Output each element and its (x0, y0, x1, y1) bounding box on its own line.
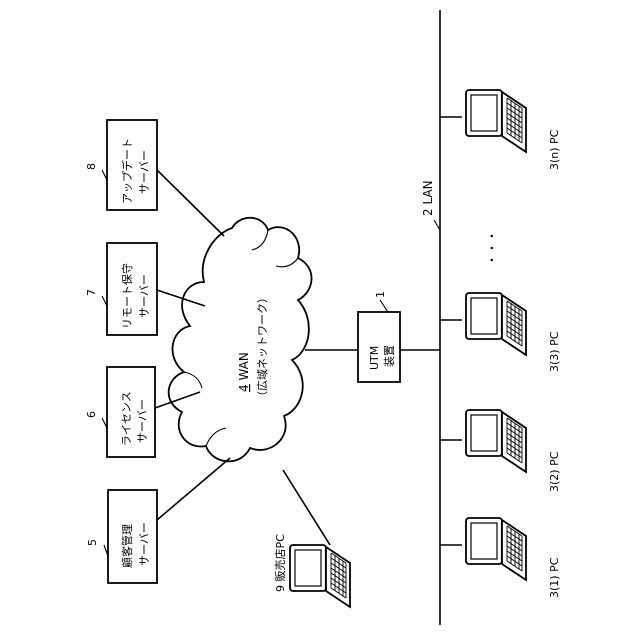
server-8-number: 8 (85, 163, 98, 170)
utm-line1: UTM (368, 346, 381, 370)
pc-3 (466, 293, 526, 355)
svg-text:4 WAN: 4 WAN (237, 352, 251, 392)
laptop-icon (466, 410, 526, 472)
lan-name: LAN (421, 180, 435, 204)
wan-cloud (169, 218, 312, 462)
utm-line1-label: UTM (368, 346, 381, 370)
pc-2-label-text: 3(2) PC (548, 451, 561, 492)
laptop-icon (290, 545, 350, 607)
pc-2 (466, 410, 526, 472)
server-8-line1-label: アップデート (120, 138, 134, 204)
server-5-line1-label: 顧客管理 (120, 524, 134, 568)
laptop-icon (466, 90, 526, 152)
server-7-number-label: 7 (85, 289, 98, 296)
utm-number: 1 (374, 291, 387, 298)
pc-ellipsis: ・・・ (485, 230, 499, 266)
utm-line2-label: 装置 (383, 345, 396, 367)
server-6-line1: ライセンス (120, 391, 133, 446)
pc-3-label-text: 3(3) PC (548, 331, 561, 372)
dealer-pc-label-text: 9 販売店PC (273, 534, 287, 592)
dealer-pc-label: 9 販売店PC (273, 534, 287, 592)
pc-ellipsis-text: ・・・ (485, 230, 499, 266)
server-5-number: 5 (86, 539, 99, 546)
pc-n-label: 3(n) PC (548, 129, 561, 170)
utm-leader (380, 300, 388, 312)
lan-label: 2 LAN (421, 180, 435, 216)
server-7-number: 7 (85, 289, 98, 296)
server-7-line2-label: サーバー (138, 274, 151, 318)
pc-2-label: 3(2) PC (548, 451, 561, 492)
server-5-line1: 顧客管理 (120, 524, 134, 568)
server-6-number-label: 6 (85, 411, 98, 418)
wan-name: WAN (237, 352, 251, 380)
pc-n-label-text: 3(n) PC (548, 129, 561, 170)
pc-1-label: 3(1) PC (548, 557, 561, 598)
server-8-line2-label: サーバー (138, 150, 151, 194)
pc-n (466, 90, 526, 152)
server-6-line2-label: サーバー (136, 399, 149, 443)
wan-number: 4 (237, 384, 251, 392)
lan-leader (434, 220, 440, 230)
pc-1 (466, 518, 526, 580)
wan-label: 4 WAN (237, 352, 251, 392)
server-5-line2-label: サーバー (138, 522, 151, 566)
server-7-line1: リモート保守 (120, 263, 134, 329)
server-6-line2: サーバー (136, 399, 149, 443)
utm-number-label: 1 (374, 291, 387, 298)
server-8-line2: サーバー (138, 150, 151, 194)
server-6-number: 6 (85, 411, 98, 418)
server-5-link (157, 458, 230, 520)
server-8-link (157, 170, 224, 236)
laptop-icon (466, 293, 526, 355)
server-8-line1: アップデート (120, 138, 134, 204)
svg-text:2 LAN: 2 LAN (421, 180, 435, 216)
dealer-pc (290, 545, 350, 607)
dealer-link (283, 470, 330, 545)
server-5-line2: サーバー (138, 522, 151, 566)
laptop-icon (466, 518, 526, 580)
server-5-number-label: 5 (86, 539, 99, 546)
lan-number: 2 (421, 208, 435, 216)
server-7-line2: サーバー (138, 274, 151, 318)
pc-1-label-text: 3(1) PC (548, 557, 561, 598)
utm-line2: 装置 (383, 345, 396, 367)
server-6-line1-label: ライセンス (120, 391, 133, 446)
pc-3-label: 3(3) PC (548, 331, 561, 372)
wan-desc: （広域ネットワーク） (256, 292, 269, 402)
wan-desc-label: （広域ネットワーク） (256, 292, 269, 402)
server-8-number-label: 8 (85, 163, 98, 170)
server-7-line1-label: リモート保守 (120, 263, 134, 329)
